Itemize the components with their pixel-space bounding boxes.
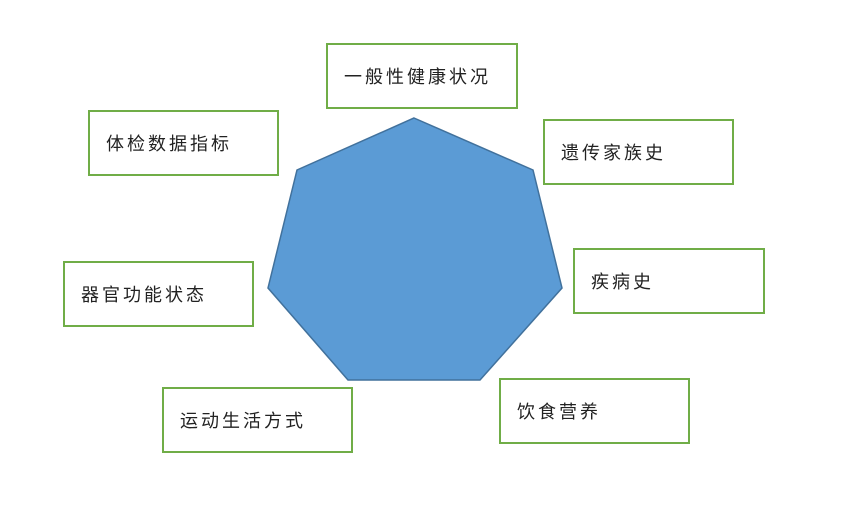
label-box-family-history: 遗传家族史 <box>543 119 734 185</box>
label-general-health: 一般性健康状况 <box>344 67 491 88</box>
label-box-organ-function: 器官功能状态 <box>63 261 254 327</box>
center-heptagon <box>267 117 563 381</box>
label-exercise-lifestyle: 运动生活方式 <box>180 411 306 432</box>
label-physical-exam: 体检数据指标 <box>106 134 232 155</box>
label-organ-function: 器官功能状态 <box>81 285 207 306</box>
label-box-diet-nutrition: 饮食营养 <box>499 378 690 444</box>
label-disease-history: 疾病史 <box>591 272 654 293</box>
label-diet-nutrition: 饮食营养 <box>517 402 601 423</box>
label-family-history: 遗传家族史 <box>561 143 666 164</box>
label-box-exercise-lifestyle: 运动生活方式 <box>162 387 353 453</box>
label-box-general-health: 一般性健康状况 <box>326 43 518 109</box>
label-box-disease-history: 疾病史 <box>573 248 765 314</box>
label-box-physical-exam: 体检数据指标 <box>88 110 279 176</box>
